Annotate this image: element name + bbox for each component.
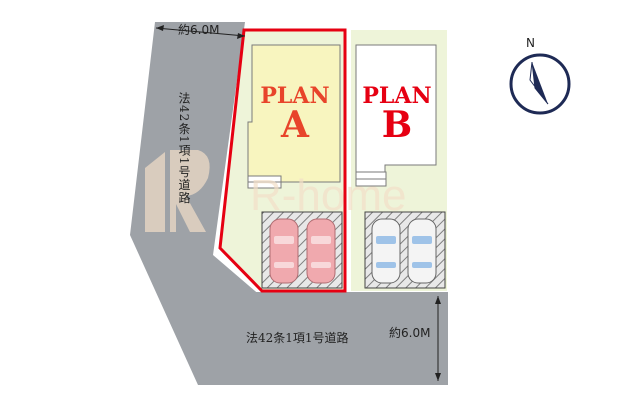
car-a2 <box>306 218 336 284</box>
watermark-text: R-home <box>250 171 407 220</box>
plan-b-word: PLAN <box>362 83 431 109</box>
left-road-width-label: 約6.0M <box>178 22 219 37</box>
compass-north-label: N <box>526 36 535 50</box>
bottom-road-dimension: 約6.0M <box>389 296 441 381</box>
car-b2 <box>407 218 437 284</box>
compass: N <box>509 36 571 115</box>
plan-b-letter: B <box>382 104 412 146</box>
left-road-label: 法42条1項1号道路 <box>177 92 191 205</box>
bottom-road-label: 法42条1項1号道路 <box>246 330 349 345</box>
bottom-road-width-label: 約6.0M <box>389 325 430 340</box>
bottom-road <box>198 292 448 385</box>
watermark-logo: R-home <box>145 150 407 232</box>
car-a1 <box>269 218 299 284</box>
plan-a-word: PLAN <box>260 83 329 109</box>
plan-a-highlight-border <box>218 28 347 293</box>
car-b1 <box>371 218 401 284</box>
north-arrow-icon <box>529 61 549 105</box>
plan-a-letter: A <box>280 104 310 146</box>
left-road-dimension: 約6.0M <box>155 22 246 39</box>
